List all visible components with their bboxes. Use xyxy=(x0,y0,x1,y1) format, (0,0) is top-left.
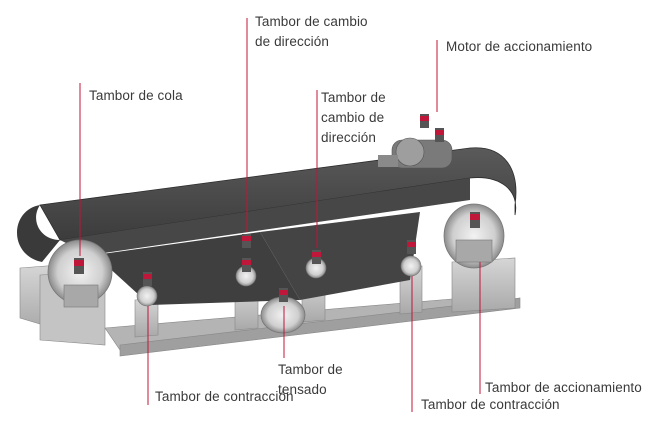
label-line: Tambor de cambio xyxy=(255,14,368,29)
drum-drive xyxy=(443,203,505,269)
leader-lines xyxy=(79,18,481,412)
drum-snub-right xyxy=(400,255,422,277)
label-motor: Motor de accionamiento xyxy=(446,39,593,54)
label-contraccion-left: Tambor de contracción xyxy=(155,389,294,404)
drive-motor xyxy=(378,137,453,169)
label-cambio-direccion-top: Tambor de cambio de dirección xyxy=(255,12,368,52)
conveyor-belt xyxy=(17,147,517,305)
label-line: cambio de xyxy=(321,110,385,125)
label-cambio-direccion-mid: Tambor de cambio de dirección xyxy=(321,88,386,148)
label-accionamiento: Tambor de accionamiento xyxy=(485,380,642,395)
label-tensado: Tambor de tensado xyxy=(278,360,343,400)
label-line: Tambor de xyxy=(278,362,343,377)
lubricators xyxy=(74,114,480,302)
label-line: de dirección xyxy=(255,34,329,49)
drum-tension xyxy=(260,296,306,334)
drum-snub-left xyxy=(136,285,158,307)
label-line: Tambor de xyxy=(321,90,386,105)
label-contraccion-right: Tambor de contracción xyxy=(421,397,560,412)
label-line: tensado xyxy=(278,382,327,397)
label-line: dirección xyxy=(321,130,376,145)
label-tambor-cola: Tambor de cola xyxy=(89,88,183,103)
